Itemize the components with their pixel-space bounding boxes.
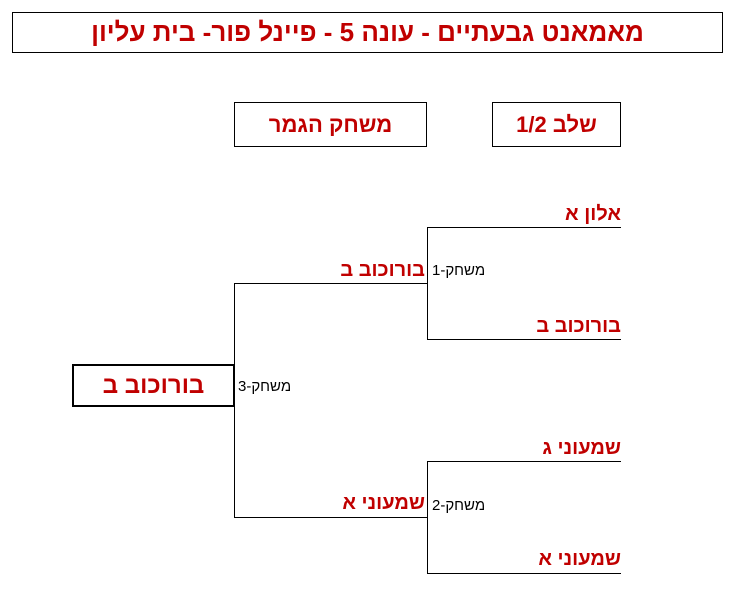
game2-team-top: שמעוני ג: [542, 437, 621, 459]
game1-connector: [427, 227, 428, 340]
game1-top-line: [427, 227, 621, 228]
final-team-top: בורוכוב ב: [340, 259, 425, 281]
final-bottom-line: [234, 517, 427, 518]
semifinal-round-header-text: שלב 1/2: [516, 111, 597, 137]
final-round-header-text: משחק הגמר: [268, 111, 393, 137]
semifinal-round-header: שלב 1/2: [492, 102, 621, 147]
final-top-line: [234, 283, 427, 284]
game2-bottom-line: [427, 573, 621, 574]
final-round-header: משחק הגמר: [234, 102, 427, 147]
game2-top-line: [427, 461, 621, 462]
champion-name: בורוכוב ב: [102, 371, 205, 399]
game1-bottom-line: [427, 339, 621, 340]
game2-label: משחק-2: [432, 497, 486, 514]
game2-team-bottom: שמעוני א: [538, 548, 621, 570]
game1-team-bottom: בורוכוב ב: [536, 315, 621, 337]
game1-label: משחק-1: [432, 262, 486, 279]
game1-team-top: אלון א: [565, 203, 621, 225]
page-title-text: מאמאנט גבעתיים - עונה 5 - פיינל פור- בית…: [91, 17, 644, 47]
page-title: מאמאנט גבעתיים - עונה 5 - פיינל פור- בית…: [12, 12, 723, 53]
game2-connector: [427, 461, 428, 574]
final-label: משחק-3: [238, 378, 292, 395]
champion-box: בורוכוב ב: [72, 364, 235, 407]
final-team-bottom: שמעוני א: [342, 492, 425, 514]
